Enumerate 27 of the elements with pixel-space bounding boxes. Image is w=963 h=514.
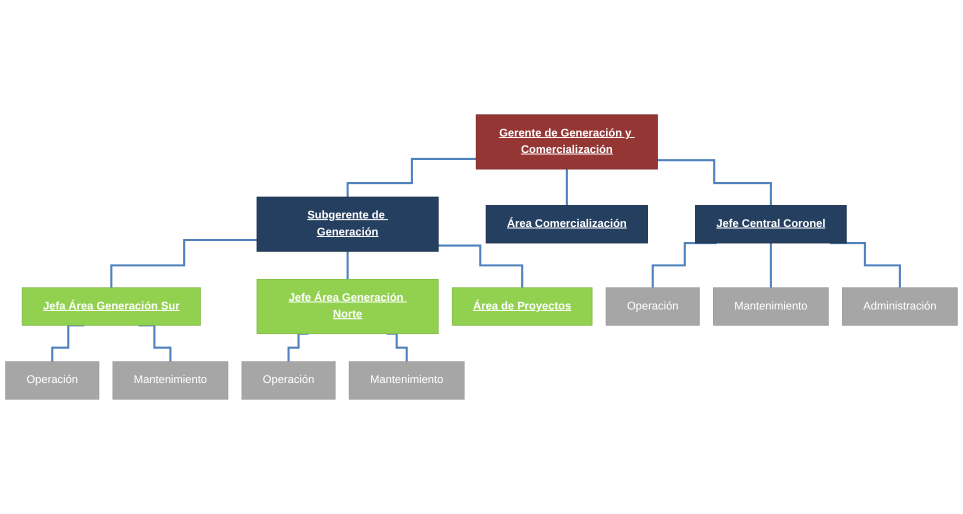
connector [566,168,568,206]
node-box: Mantenimiento [112,361,228,400]
node-box: Administración [842,287,958,326]
node-box: Área Comercialización [486,205,648,244]
node-box: Operación [242,361,336,400]
connector [770,242,772,289]
connector [830,242,901,289]
connector [438,244,524,289]
connector [386,332,408,363]
node-box: Mantenimiento [713,287,829,326]
node-box: Mantenimiento [348,361,465,400]
connector [652,242,717,289]
node-box: Operación [606,287,700,326]
node-box: Subgerente de Generación [256,196,439,252]
connector [138,324,172,363]
node-box: Jefa Área Generación Sur [22,287,201,326]
connector [110,238,257,289]
connector [346,250,349,280]
node-box: Área de Proyectos [452,287,592,326]
connector [51,324,84,363]
connector [658,159,772,206]
node-box: Jefe Área Generación Norte [256,278,439,334]
connector [346,158,476,198]
node-box: Jefe Central Coronel [695,205,847,244]
node-box: Operación [5,361,100,400]
node-box: Gerente de Generación y Comercialización [476,114,658,170]
connector [288,332,309,363]
